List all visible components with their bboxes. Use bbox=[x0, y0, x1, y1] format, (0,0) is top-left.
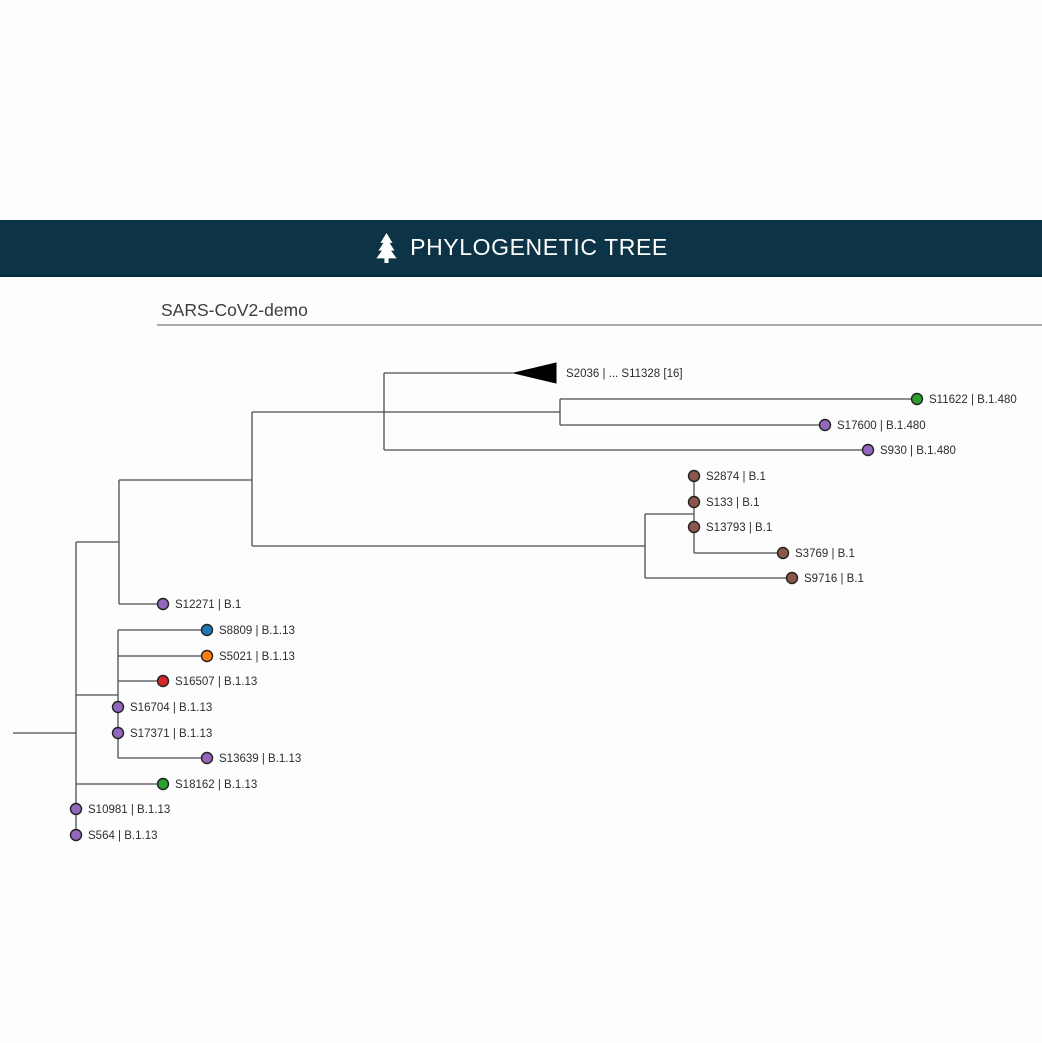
leaf-node-s5021[interactable] bbox=[200, 649, 214, 663]
leaf-label-s3769: S3769 | B.1 bbox=[795, 548, 855, 560]
leaf-label-s5021: S5021 | B.1.13 bbox=[219, 651, 295, 663]
page-title: PHYLOGENETIC TREE bbox=[410, 234, 668, 260]
leaf-label-s18162: S18162 | B.1.13 bbox=[175, 779, 257, 791]
leaf-label-s2874: S2874 | B.1 bbox=[706, 471, 766, 483]
leaf-node-s17371[interactable] bbox=[111, 726, 125, 740]
leaf-node-s8809[interactable] bbox=[200, 623, 214, 637]
leaf-label-s13793: S13793 | B.1 bbox=[706, 522, 772, 534]
leaf-node-s9716[interactable] bbox=[785, 571, 799, 585]
leaf-node-s564[interactable] bbox=[69, 828, 83, 842]
leaf-node-s11622[interactable] bbox=[910, 392, 924, 406]
leaf-node-s12271[interactable] bbox=[156, 597, 170, 611]
leaf-label-s133: S133 | B.1 bbox=[706, 497, 760, 509]
leaf-label-s17600: S17600 | B.1.480 bbox=[837, 420, 926, 432]
leaf-label-s16704: S16704 | B.1.13 bbox=[130, 702, 212, 714]
leaf-label-s13639: S13639 | B.1.13 bbox=[219, 753, 301, 765]
collapsed-clade-label: S2036 | ... S11328 [16] bbox=[566, 368, 683, 380]
leaf-node-s13793[interactable] bbox=[687, 520, 701, 534]
leaf-node-s17600[interactable] bbox=[818, 418, 832, 432]
leaf-node-s16507[interactable] bbox=[156, 674, 170, 688]
leaf-label-s10981: S10981 | B.1.13 bbox=[88, 804, 170, 816]
pine-tree-icon bbox=[374, 232, 399, 263]
dataset-divider bbox=[157, 324, 1042, 326]
leaf-label-s17371: S17371 | B.1.13 bbox=[130, 728, 212, 740]
collapsed-clade-triangle[interactable] bbox=[513, 362, 557, 384]
leaf-node-s2874[interactable] bbox=[687, 469, 701, 483]
app-header: PHYLOGENETIC TREE bbox=[0, 220, 1042, 277]
leaf-label-s16507: S16507 | B.1.13 bbox=[175, 676, 257, 688]
leaf-node-s18162[interactable] bbox=[156, 777, 170, 791]
leaf-label-s12271: S12271 | B.1 bbox=[175, 599, 241, 611]
leaf-node-s10981[interactable] bbox=[69, 802, 83, 816]
leaf-node-s3769[interactable] bbox=[776, 546, 790, 560]
leaf-node-s16704[interactable] bbox=[111, 700, 125, 714]
leaf-label-s8809: S8809 | B.1.13 bbox=[219, 625, 295, 637]
leaf-label-s564: S564 | B.1.13 bbox=[88, 830, 157, 842]
leaf-node-s133[interactable] bbox=[687, 495, 701, 509]
leaf-node-s930[interactable] bbox=[861, 443, 875, 457]
leaf-label-s930: S930 | B.1.480 bbox=[880, 445, 956, 457]
leaf-label-s9716: S9716 | B.1 bbox=[804, 573, 864, 585]
dataset-name: SARS-CoV2-demo bbox=[161, 300, 308, 320]
leaf-node-s13639[interactable] bbox=[200, 751, 214, 765]
leaf-label-s11622: S11622 | B.1.480 bbox=[929, 394, 1017, 406]
